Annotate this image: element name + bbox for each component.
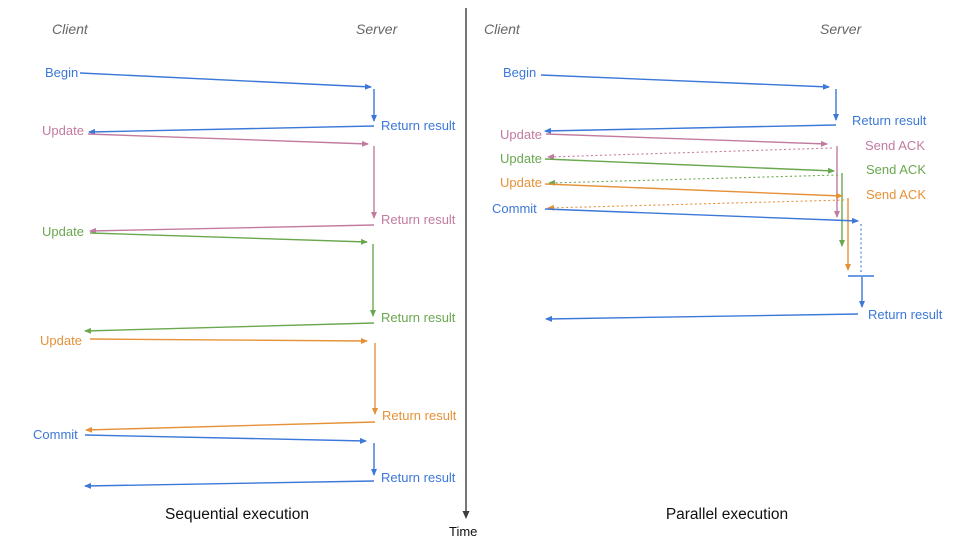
sequential-step-update-1: Update Return result [42, 123, 456, 234]
parallel-step-update-1: Update Send ACK [500, 127, 925, 218]
par-update3-ack-dotted-arrow [547, 199, 845, 211]
seq-return-result-label-4: Return result [382, 408, 457, 423]
par-update3-label: Update [500, 175, 542, 190]
par-commit-label: Commit [492, 201, 537, 216]
par-update2-request-arrow [544, 158, 835, 174]
seq-update1-request-arrow [87, 133, 369, 147]
parallel-server-header: Server [820, 21, 863, 37]
par-update2-ack-dotted-arrow [548, 174, 839, 186]
sequential-panel-title: Sequential execution [165, 506, 309, 523]
par-begin-request-arrow [540, 74, 830, 90]
sequential-step-commit: Commit Return result [33, 427, 456, 489]
parallel-step-update-3: Update Send ACK [500, 175, 926, 271]
parallel-step-commit: Commit Return result [492, 201, 943, 322]
seq-return-result-label-2: Return result [381, 212, 456, 227]
par-begin-response-arrow [544, 124, 837, 134]
seq-return-result-label-3: Return result [381, 310, 456, 325]
sequential-client-header: Client [52, 21, 89, 37]
par-send-ack-label-1: Send ACK [865, 138, 925, 153]
seq-update2-label: Update [42, 224, 84, 239]
time-axis: Time [449, 8, 477, 539]
seq-update2-request-arrow [89, 232, 368, 245]
par-update2-label: Update [500, 151, 542, 166]
par-return-result-label-1: Return result [852, 113, 927, 128]
seq-return-result-label-5: Return result [381, 470, 456, 485]
par-commit-request-arrow [544, 208, 859, 224]
par-send-ack-label-3: Send ACK [866, 187, 926, 202]
par-update3-request-arrow [544, 183, 843, 199]
seq-begin-label: Begin [45, 65, 78, 80]
par-return-result-label-2: Return result [868, 307, 943, 322]
seq-begin-request-arrow [79, 72, 372, 90]
parallel-client-header: Client [484, 21, 521, 37]
par-begin-label: Begin [503, 65, 536, 80]
seq-update2-response-arrow [84, 322, 375, 334]
seq-commit-request-arrow [84, 434, 367, 444]
seq-update3-label: Update [40, 333, 82, 348]
sequential-step-update-2: Update Return result [42, 224, 456, 334]
seq-update1-label: Update [42, 123, 84, 138]
seq-update3-response-arrow [85, 421, 376, 433]
par-update1-request-arrow [545, 133, 828, 147]
par-commit-response-arrow [545, 313, 859, 322]
sequential-panel: Client Server Begin Return result Update… [33, 21, 457, 523]
seq-update3-request-arrow [89, 337, 368, 344]
parallel-step-begin: Begin Return result [503, 65, 927, 134]
sequential-server-header: Server [356, 21, 399, 37]
seq-return-result-label-1: Return result [381, 118, 456, 133]
seq-begin-response-arrow [88, 125, 375, 135]
par-update1-label: Update [500, 127, 542, 142]
par-update1-ack-dotted-arrow [547, 147, 833, 160]
seq-update1-response-arrow [89, 224, 375, 234]
parallel-panel-title: Parallel execution [666, 506, 788, 523]
parallel-step-update-2: Update Send ACK [500, 151, 926, 247]
seq-commit-label: Commit [33, 427, 78, 442]
time-axis-label: Time [449, 524, 477, 539]
par-send-ack-label-2: Send ACK [866, 162, 926, 177]
parallel-panel: Client Server Begin Return result Update… [484, 21, 943, 523]
seq-commit-response-arrow [84, 480, 375, 489]
sequential-step-begin: Begin Return result [45, 65, 456, 135]
sequential-step-update-3: Update Return result [40, 333, 457, 433]
